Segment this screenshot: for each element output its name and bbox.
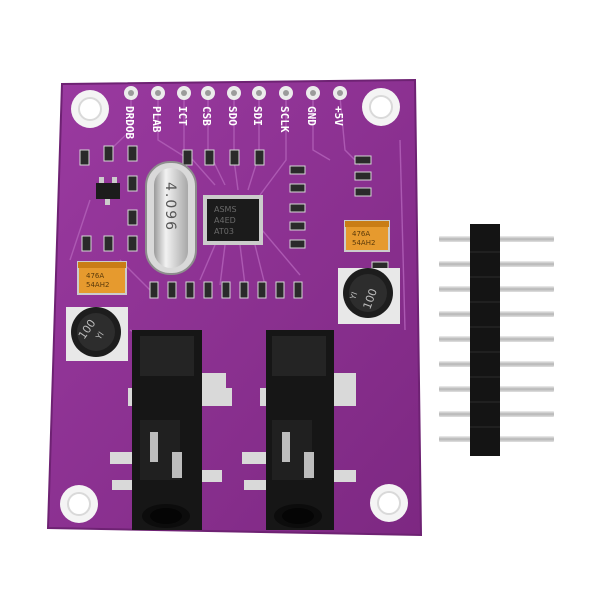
audio-jack-left bbox=[110, 330, 232, 530]
crystal-oscillator: 4.096 bbox=[145, 161, 197, 275]
header-plastic-body bbox=[470, 224, 500, 456]
inductor-right: 100 YI bbox=[338, 268, 400, 324]
pin-label-gnd: GND bbox=[305, 106, 318, 126]
pin-header-strip bbox=[439, 224, 554, 456]
pin-label-sclk: SCLK bbox=[278, 106, 291, 133]
pin-label-plab: PLAB bbox=[150, 106, 163, 133]
pin-label-sdi: SDI bbox=[251, 106, 264, 126]
pin-labels: DRDOB PLAB ICT CSB SDO SDI SCLK GND +5V bbox=[123, 106, 345, 139]
regulator-chip bbox=[96, 177, 120, 205]
header-segments bbox=[470, 251, 500, 428]
chip-marking-line-3: AT03 bbox=[214, 227, 234, 236]
pin-label-drdob: DRDOB bbox=[123, 106, 136, 139]
cap-right-line-1: 476A bbox=[352, 230, 370, 238]
mounting-hole-bottom-right bbox=[370, 484, 408, 522]
inductor-left-code: YI bbox=[94, 330, 106, 342]
inductor-right-code: YI bbox=[348, 291, 359, 302]
mounting-hole-top-right bbox=[362, 88, 400, 126]
cap-right-line-2: 54AH2 bbox=[352, 239, 375, 247]
smd-components bbox=[79, 145, 389, 299]
pin-label-5v: +5V bbox=[332, 106, 345, 126]
pin-label-sdo: SDO bbox=[226, 106, 239, 126]
chip-marking-line-2: A4ED bbox=[214, 216, 236, 225]
codec-chip: ASMS A4ED AT03 bbox=[203, 195, 263, 245]
audio-jack-right bbox=[242, 330, 356, 530]
crystal-label: 4.096 bbox=[162, 182, 178, 232]
cap-left-line-1: 476A bbox=[86, 272, 104, 280]
tantalum-capacitor-right: 476A 54AH2 bbox=[344, 220, 390, 252]
pcb-board: DRDOB PLAB ICT CSB SDO SDI SCLK GND +5V bbox=[46, 78, 423, 537]
chip-marking-line-1: ASMS bbox=[214, 205, 237, 214]
header-pads bbox=[124, 86, 347, 100]
pin-label-ict: ICT bbox=[176, 106, 189, 126]
mounting-hole-bottom-left bbox=[60, 485, 98, 523]
mounting-hole-top-left bbox=[71, 90, 109, 128]
pin-label-csb: CSB bbox=[200, 106, 213, 126]
cap-left-line-2: 54AH2 bbox=[86, 281, 109, 289]
tantalum-capacitor-left: 476A 54AH2 bbox=[77, 261, 127, 295]
inductor-left: 100 YI bbox=[66, 307, 128, 361]
